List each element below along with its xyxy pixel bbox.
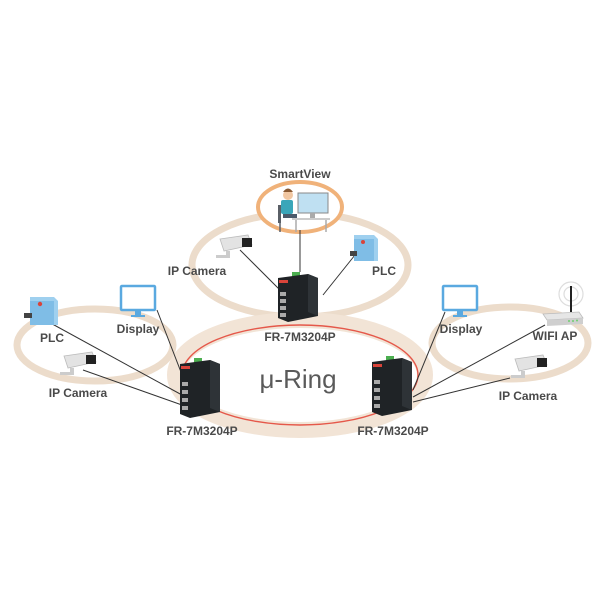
link-left-camera-left-switch xyxy=(82,369,183,406)
left-ring xyxy=(13,305,177,385)
smartview-label: SmartView xyxy=(269,167,331,181)
left-plc-label: PLC xyxy=(40,331,64,345)
smartview-icon xyxy=(278,188,330,232)
right-switch-icon xyxy=(372,356,412,416)
left-camera-label: IP Camera xyxy=(49,386,108,400)
main-ring-band xyxy=(167,312,433,438)
top-switch-icon xyxy=(278,272,318,322)
ring-title: μ-Ring xyxy=(259,364,336,394)
left-switch-label: FR-7M3204P xyxy=(166,424,237,438)
right-display-label: Display xyxy=(440,322,483,336)
link-right-display-right-switch xyxy=(412,311,446,391)
right-display-icon xyxy=(441,284,479,317)
left-camera-icon xyxy=(60,351,97,375)
link-top-camera-top-switch xyxy=(239,249,281,291)
link-left-plc-left-switch xyxy=(44,319,183,396)
right-camera-label: IP Camera xyxy=(499,389,558,403)
top-camera-icon xyxy=(216,234,253,258)
left-display-icon xyxy=(119,284,157,317)
left-display-label: Display xyxy=(117,322,160,336)
links xyxy=(44,230,546,406)
left-switch-icon xyxy=(180,358,220,418)
wifi-ap-label: WIFI AP xyxy=(533,329,578,343)
wifi-ap-icon xyxy=(542,281,584,326)
right-camera-icon xyxy=(511,354,548,378)
link-right-camera-right-switch xyxy=(412,377,511,403)
link-top-plc-top-switch xyxy=(322,254,356,296)
top-camera-label: IP Camera xyxy=(168,264,227,278)
left-plc-icon xyxy=(24,297,58,325)
link-right-wifi-right-switch xyxy=(412,324,546,398)
right-switch-label: FR-7M3204P xyxy=(357,424,428,438)
top-switch-label: FR-7M3204P xyxy=(264,330,335,344)
top-plc-icon xyxy=(350,235,378,261)
top-plc-label: PLC xyxy=(372,264,396,278)
